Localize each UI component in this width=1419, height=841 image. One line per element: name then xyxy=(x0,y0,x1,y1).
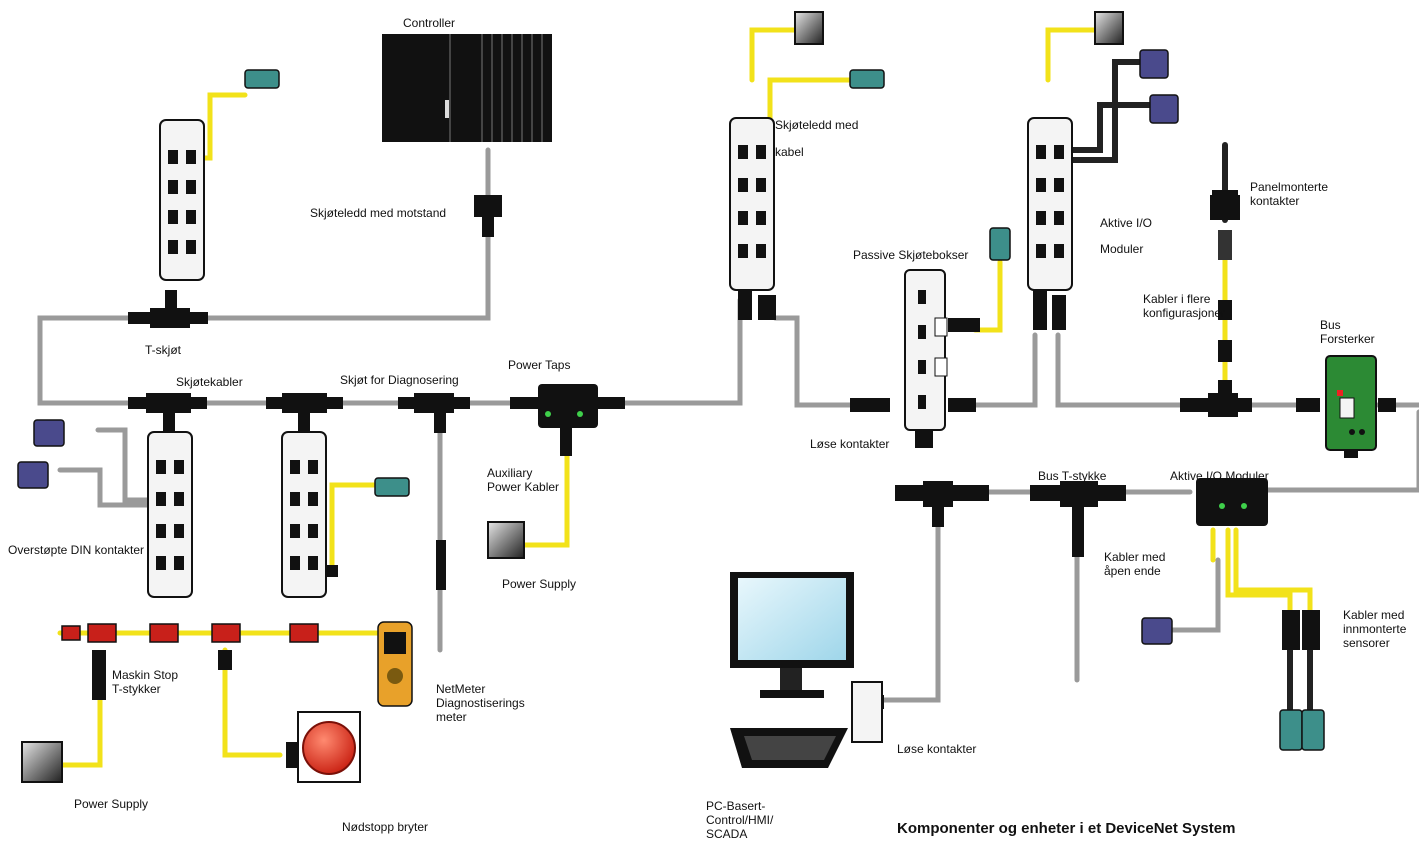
label-pc: PC-Basert- Control/HMI/ SCADA xyxy=(706,799,774,841)
label-passive: Passive Skjøtebokser xyxy=(853,248,969,262)
label-maskin-stop: Maskin Stop T-stykker xyxy=(112,668,179,696)
label-lose-kontakter-bottom: Løse kontakter xyxy=(897,742,977,756)
power-tap xyxy=(538,384,598,456)
yellow-cables xyxy=(57,27,1313,768)
label-skjoteledd-kabel-2: kabel xyxy=(775,145,804,159)
label-lose-kontakter-top: Løse kontakter xyxy=(810,437,890,451)
label-kabler-innmonterte: Kabler med innmonterte sensorer xyxy=(1343,608,1407,650)
label-power-supply-mid: Power Supply xyxy=(502,577,577,591)
active-io-module-bus xyxy=(1196,478,1268,526)
label-power-taps: Power Taps xyxy=(508,358,571,372)
panel-connector xyxy=(1212,190,1238,260)
power-supply-mid xyxy=(487,521,525,559)
io-block-center xyxy=(729,117,775,291)
label-overstopte-din: Overstøpte DIN kontakter xyxy=(8,543,145,557)
connectors xyxy=(92,195,1396,768)
label-skjoteledd-motstand: Skjøteledd med motstand xyxy=(310,206,447,220)
label-panelmonterte: Panelmonterte kontakter xyxy=(1250,180,1329,208)
label-controller: Controller xyxy=(403,16,456,30)
din-connectors xyxy=(17,49,1179,645)
label-kabler-open: Kabler med åpen ende xyxy=(1104,550,1166,578)
bus-repeater xyxy=(1325,355,1377,458)
power-supply-top-center xyxy=(794,11,824,45)
label-auxiliary: Auxiliary Power Kabler xyxy=(487,466,560,494)
label-skjotekabler: Skjøtekabler xyxy=(176,375,243,389)
controller xyxy=(382,34,552,142)
label-kabler-flere: Kabler i flere konfigurasjoner xyxy=(1143,292,1226,320)
dark-cables xyxy=(1060,59,1313,713)
label-t-skjot: T-skjøt xyxy=(145,343,181,357)
emergency-stop xyxy=(297,711,361,783)
power-supply-top-right xyxy=(1094,11,1124,45)
label-aktive-io-bus: Aktive I/O Moduler xyxy=(1170,469,1269,483)
label-skjoteledd-kabel-1: Skjøteledd med xyxy=(775,118,859,132)
netmeter xyxy=(377,621,413,707)
diagram-title: Komponenter og enheter i et DeviceNet Sy… xyxy=(897,820,1236,837)
pc-workstation xyxy=(730,572,883,768)
label-bus-forsterker: Bus Forsterker xyxy=(1320,318,1375,346)
label-nodstopp: Nødstopp bryter xyxy=(342,820,429,834)
io-block-left-1 xyxy=(147,431,193,598)
passive-tap-box xyxy=(904,269,948,448)
label-skjot-diagnosering: Skjøt for Diagnosering xyxy=(340,373,459,387)
io-block-right xyxy=(1027,117,1073,291)
io-block-top-left xyxy=(159,119,205,281)
io-block-left-2 xyxy=(281,431,327,598)
label-aktive-io-2: Moduler xyxy=(1100,242,1144,256)
label-netmeter: NetMeter Diagnostiserings meter xyxy=(436,682,525,724)
label-power-supply-left: Power Supply xyxy=(74,797,149,811)
label-aktive-io-1: Aktive I/O xyxy=(1100,216,1153,230)
label-bus-t: Bus T-stykke xyxy=(1038,469,1107,483)
proximity-sensors xyxy=(244,69,1325,751)
estop-tees xyxy=(61,623,319,643)
power-supply-left xyxy=(21,741,63,783)
